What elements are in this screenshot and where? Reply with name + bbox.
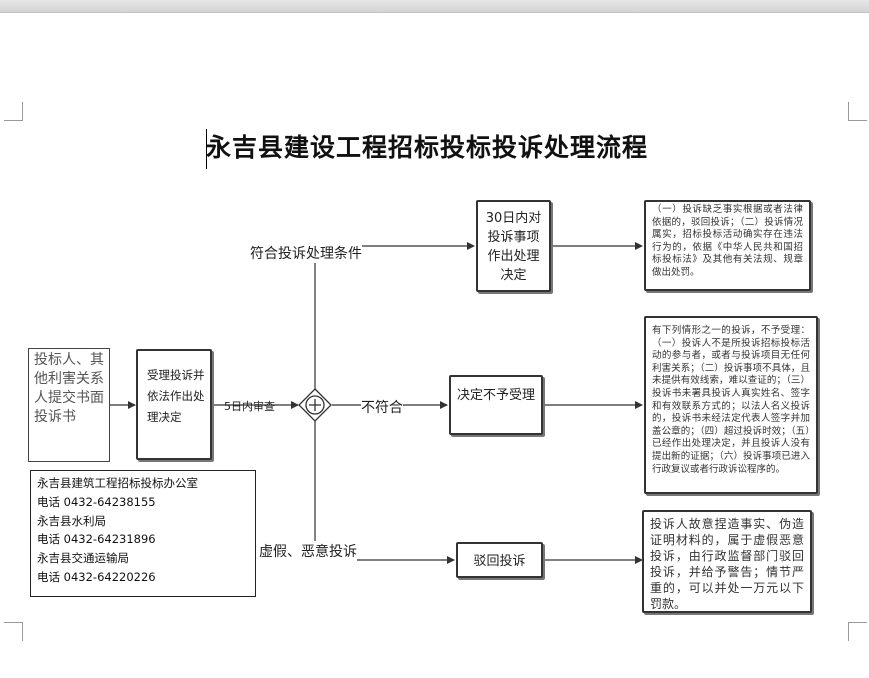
label-review-period: 5日内审查 — [224, 400, 275, 413]
box-decision-dismiss[interactable]: 驳回投诉 — [456, 542, 543, 578]
contact-info-box[interactable]: 永吉县建筑工程招标投标办公室 电话 0432-64238155 永吉县水利局 电… — [30, 470, 256, 597]
contact-phone: 电话 0432-64231896 — [37, 532, 156, 547]
box-accept-complaint[interactable]: 受理投诉并依法作出处理决定 — [136, 349, 212, 460]
label-false-branch: 虚假、恶意投诉 — [259, 541, 357, 561]
contact-org: 永吉县水利局 — [37, 513, 106, 528]
box-outcome-eligible[interactable]: （一）投诉缺乏事实根据或者法律依据的，驳回投诉；（二）投诉情况属实，招标投标活动… — [644, 200, 811, 291]
box-decision-30-days[interactable]: 30日内对投诉事项作出处理决定 — [476, 200, 551, 292]
document-title[interactable]: 永吉县建设工程招标投标投诉处理流程 — [206, 133, 649, 162]
label-eligible-branch: 符合投诉处理条件 — [250, 243, 362, 263]
contact-org: 永吉县建筑工程招标投标办公室 — [37, 476, 198, 490]
page-corner-mark-top-left — [4, 102, 23, 121]
page-corner-mark-bottom-left — [4, 622, 23, 641]
page-corner-mark-bottom-right — [848, 622, 867, 641]
decision-node-plus-icon — [298, 388, 332, 422]
box-decision-reject[interactable]: 决定不予受理 — [449, 375, 543, 435]
page-corner-mark-top-right — [848, 102, 867, 121]
label-reject-branch: 不符合 — [361, 397, 403, 417]
box-outcome-false-complaint[interactable]: 投诉人故意捏造事实、伪造证明材料的，属于虚假恶意投诉，由行政监督部门驳回投诉，并… — [642, 510, 812, 613]
window-top-bar — [0, 0, 869, 13]
contact-org: 永吉县交通运输局 — [37, 551, 129, 566]
text-cursor — [206, 129, 207, 169]
box-outcome-reject[interactable]: 有下列情形之一的投诉，不予受理：（一）投诉人不是所投诉招标投标活动的参与者，或者… — [644, 316, 818, 494]
contact-phone: 电话 0432-64238155 — [37, 494, 156, 509]
box-submit-complaint[interactable]: 投标人、其他利害关系人提交书面投诉书 — [28, 348, 110, 462]
contact-phone: 电话 0432-64220226 — [37, 569, 156, 584]
